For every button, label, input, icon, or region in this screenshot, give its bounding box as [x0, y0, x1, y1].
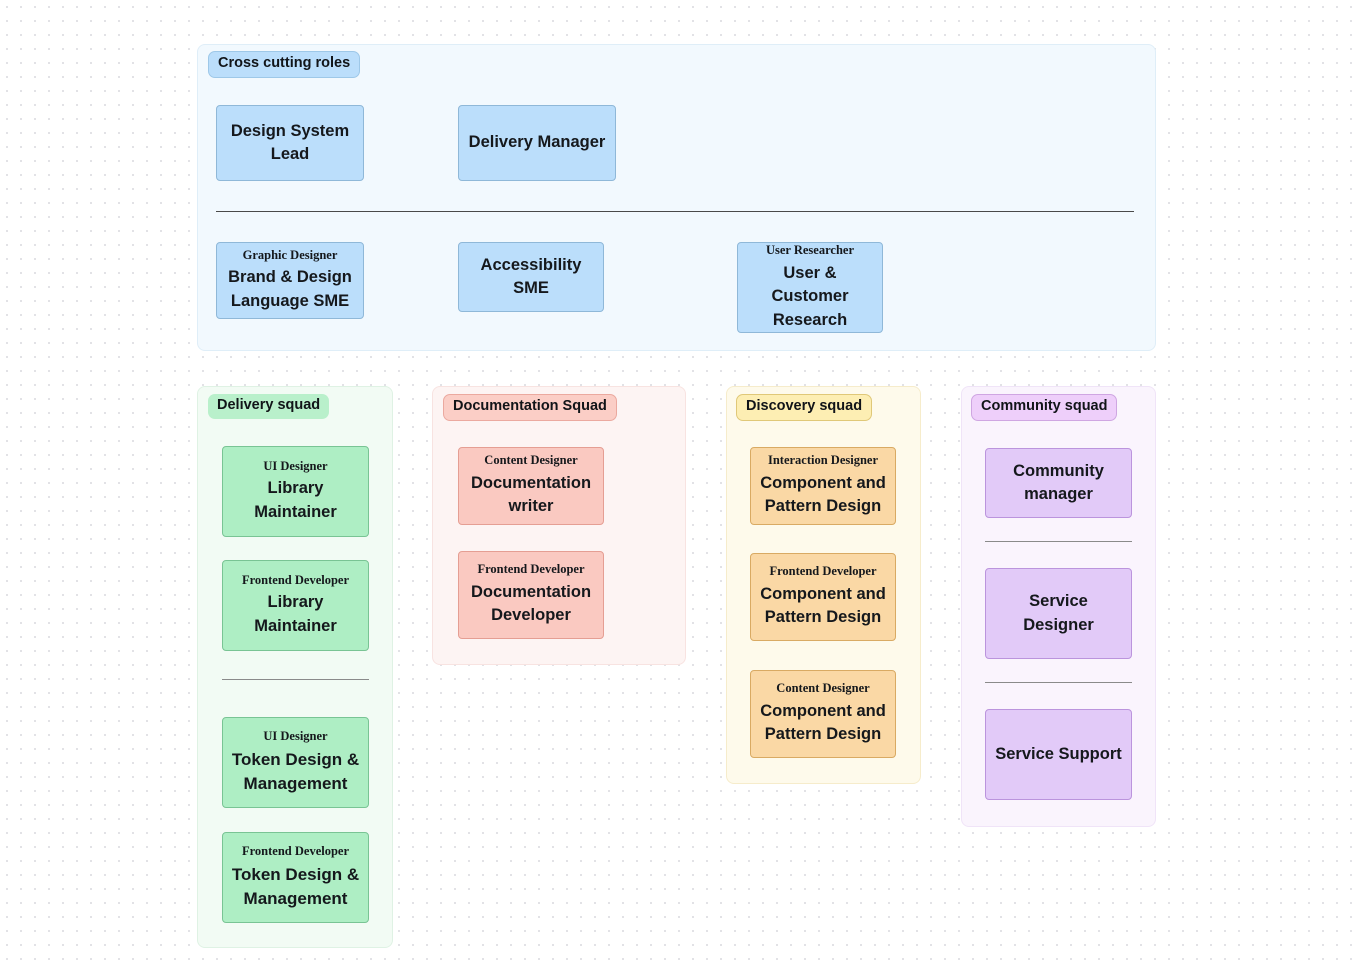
- card-user-customer-research[interactable]: User Researcher User & Customer Research: [737, 242, 883, 333]
- card-role-label: UI Designer: [263, 729, 328, 744]
- card-role-label: Content Designer: [776, 681, 870, 696]
- delivery-squad-badge[interactable]: Delivery squad: [208, 394, 330, 419]
- card-documentation-developer[interactable]: Frontend Developer Documentation Develop…: [458, 551, 604, 639]
- card-design-system-lead[interactable]: Design System Lead: [216, 105, 364, 181]
- card-title: Design System Lead: [230, 121, 350, 163]
- card-title: Accessibility SME: [480, 255, 582, 297]
- card-role-label: Frontend Developer: [241, 844, 350, 859]
- card-title: Community manager: [1013, 461, 1104, 503]
- card-role-label: UI Designer: [263, 458, 328, 473]
- community-squad-divider-1: [985, 541, 1132, 542]
- discovery-squad-badge[interactable]: Discovery squad: [736, 394, 873, 421]
- card-title: Service Designer: [1023, 592, 1094, 634]
- card-library-maintainer-fe[interactable]: Frontend Developer Library Maintainer: [222, 560, 369, 651]
- card-title: Delivery Manager: [468, 133, 606, 152]
- card-title: Library Maintainer: [254, 479, 337, 521]
- card-documentation-writer[interactable]: Content Designer Documentation writer: [458, 447, 604, 525]
- card-community-manager[interactable]: Community manager: [985, 448, 1132, 518]
- card-title: Documentation Developer: [470, 582, 592, 625]
- card-role-label: Frontend Developer: [769, 564, 877, 579]
- card-title: User & Customer Research: [771, 263, 849, 329]
- card-title: Token Design & Management: [231, 864, 360, 908]
- card-title: Brand & Design Language SME: [228, 268, 352, 310]
- card-role-label: Content Designer: [484, 453, 578, 468]
- card-title: Component and Pattern Design: [760, 473, 886, 516]
- card-title: Library Maintainer: [254, 593, 337, 635]
- card-role-label: User Researcher: [765, 243, 855, 258]
- card-component-pattern-content[interactable]: Content Designer Component and Pattern D…: [750, 670, 896, 758]
- card-role-label: Graphic Designer: [242, 247, 338, 262]
- card-role-label: Frontend Developer: [241, 572, 350, 587]
- card-accessibility-sme[interactable]: Accessibility SME: [458, 242, 604, 312]
- card-library-maintainer-ui[interactable]: UI Designer Library Maintainer: [222, 446, 369, 537]
- card-brand-design-language-sme[interactable]: Graphic Designer Brand & Design Language…: [216, 242, 364, 319]
- card-token-design-ui[interactable]: UI Designer Token Design & Management: [222, 717, 369, 808]
- delivery-squad-divider: [222, 679, 369, 680]
- card-role-label: Interaction Designer: [767, 453, 879, 468]
- card-title: Documentation writer: [470, 473, 592, 516]
- community-squad-divider-2: [985, 682, 1132, 683]
- community-squad-badge[interactable]: Community squad: [971, 394, 1118, 421]
- card-token-design-fe[interactable]: Frontend Developer Token Design & Manage…: [222, 832, 369, 923]
- card-component-pattern-interaction[interactable]: Interaction Designer Component and Patte…: [750, 447, 896, 525]
- cross-cutting-divider: [216, 211, 1134, 212]
- card-delivery-manager[interactable]: Delivery Manager: [458, 105, 616, 181]
- cross-cutting-roles-badge[interactable]: Cross cutting roles: [208, 51, 361, 78]
- card-service-support[interactable]: Service Support: [985, 709, 1132, 800]
- card-title: Component and Pattern Design: [760, 701, 886, 744]
- card-title: Token Design & Management: [231, 749, 360, 793]
- card-title: Service Support: [995, 744, 1122, 763]
- card-role-label: Frontend Developer: [477, 562, 585, 577]
- card-title: Component and Pattern Design: [760, 584, 886, 627]
- documentation-squad-badge[interactable]: Documentation Squad: [443, 394, 617, 421]
- card-component-pattern-frontend[interactable]: Frontend Developer Component and Pattern…: [750, 553, 896, 641]
- card-service-designer[interactable]: Service Designer: [985, 568, 1132, 659]
